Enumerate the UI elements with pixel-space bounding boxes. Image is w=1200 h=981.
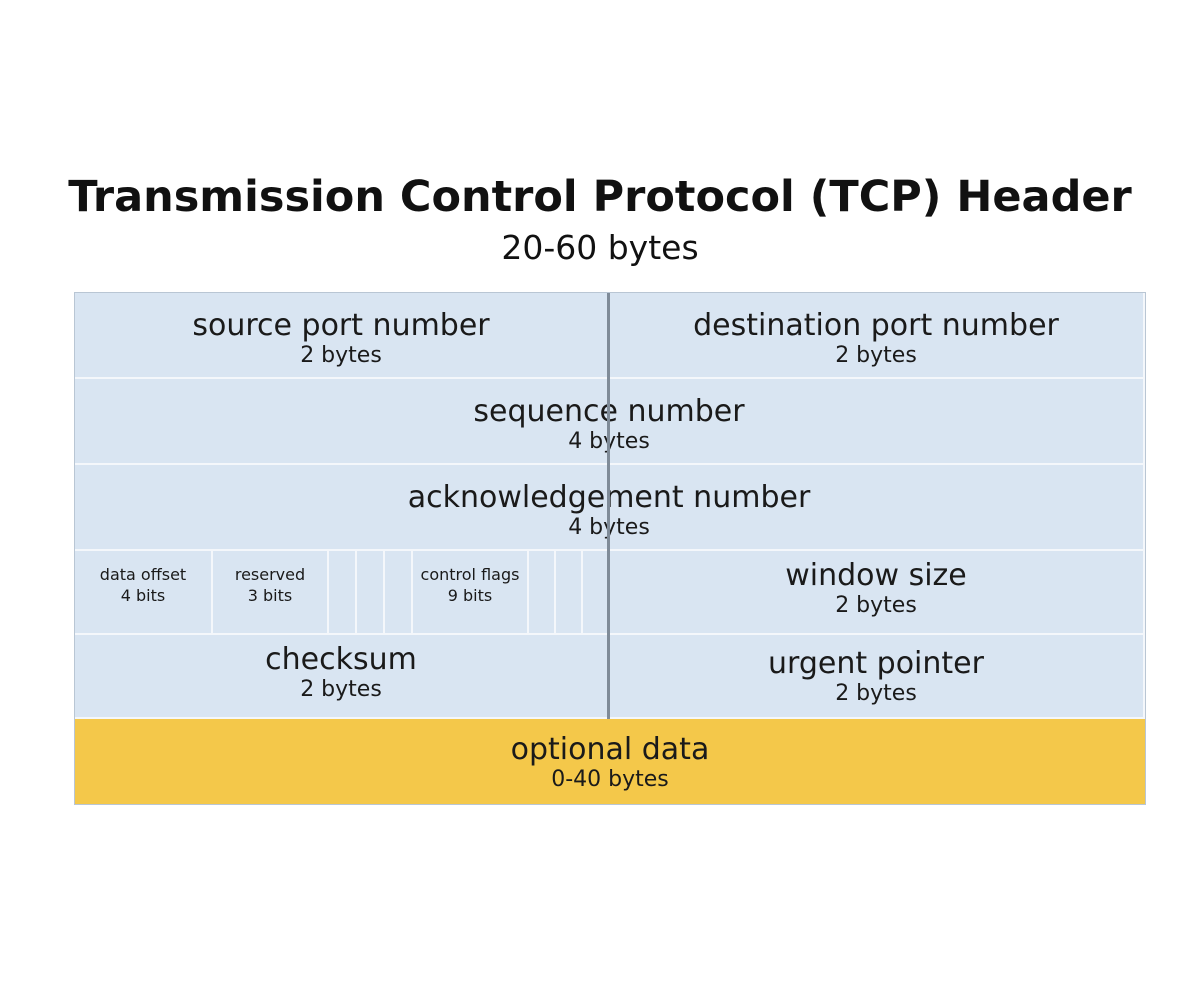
optional-data-label: optional data [510,732,710,767]
flag-bit-cell [385,551,413,635]
sequence-number-field: sequence number 4 bytes [75,379,1145,465]
optional-data-field: optional data 0-40 bytes [75,719,1145,804]
window-size-label: window size [785,558,967,593]
data-offset-field: data offset 4 bits [75,551,213,635]
reserved-label: reserved [234,565,306,584]
urgent-pointer-size: 2 bytes [835,681,917,706]
checksum-field: checksum 2 bytes [75,635,609,719]
flag-bit-cell [357,551,385,635]
control-flags-field: control flags 9 bits [413,551,529,635]
acknowledgement-number-field: acknowledgement number 4 bytes [75,465,1145,551]
source-port-label: source port number [192,308,490,343]
destination-port-size: 2 bytes [835,343,917,368]
optional-data-size: 0-40 bytes [551,767,669,792]
destination-port-field: destination port number 2 bytes [609,293,1145,379]
flag-bit-cell [529,551,556,635]
reserved-size: 3 bits [247,586,293,605]
urgent-pointer-field: urgent pointer 2 bytes [609,635,1145,719]
control-flags-size: 9 bits [447,586,493,605]
reserved-field: reserved 3 bits [213,551,329,635]
source-port-size: 2 bytes [300,343,382,368]
diagram-title: Transmission Control Protocol (TCP) Head… [68,172,1132,222]
flag-bit-cell [556,551,583,635]
data-offset-size: 4 bits [120,586,166,605]
checksum-size: 2 bytes [300,677,382,702]
urgent-pointer-label: urgent pointer [768,646,984,681]
flag-bit-cell [583,551,609,635]
center-divider [607,293,610,719]
source-port-field: source port number 2 bytes [75,293,609,379]
tcp-header-diagram: source port number 2 bytes destination p… [74,292,1146,805]
checksum-label: checksum [265,642,417,677]
flag-bit-cell [329,551,357,635]
window-size-size: 2 bytes [835,593,917,618]
header-size-subtitle: 20-60 bytes [501,228,699,267]
destination-port-label: destination port number [693,308,1059,343]
data-offset-label: data offset [99,565,187,584]
control-flags-label: control flags [420,565,520,584]
window-size-field: window size 2 bytes [609,551,1145,635]
